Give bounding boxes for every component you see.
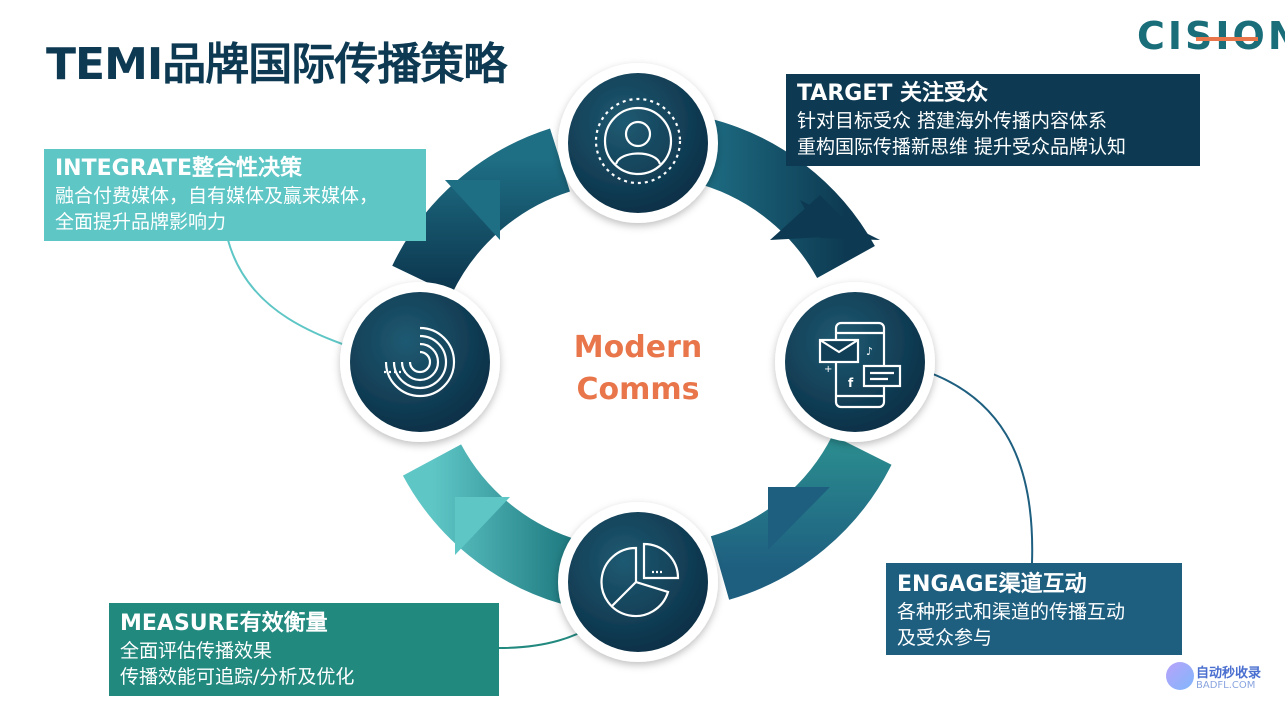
concentric-arcs-icon <box>384 326 456 398</box>
svg-text:♪: ♪ <box>866 345 873 358</box>
cision-logo: CISION <box>1137 14 1285 58</box>
integrate-line-1: 融合付费媒体，自有媒体及赢来媒体， <box>55 185 379 207</box>
svg-text:f: f <box>848 376 854 390</box>
center-label: Modern Comms <box>548 327 728 411</box>
target-line-1: 针对目标受众 搭建海外传播内容体系 <box>797 110 1108 132</box>
measure-line-1: 全面评估传播效果 <box>120 640 273 662</box>
integrate-heading: INTEGRATE整合性决策 <box>55 156 302 181</box>
integrate-box: INTEGRATE整合性决策 融合付费媒体，自有媒体及赢来媒体， 全面提升品牌影… <box>44 149 426 241</box>
person-target-icon <box>594 97 682 185</box>
center-line-1: Modern <box>573 330 703 365</box>
engage-line-1: 各种形式和渠道的传播互动 <box>897 601 1126 623</box>
watermark-line-2: BADFL.COM <box>1196 680 1256 691</box>
target-box: TARGET 关注受众 针对目标受众 搭建海外传播内容体系 重构国际传播新思维 … <box>786 74 1200 166</box>
mobile-chat-icon: ♪ f + <box>818 321 902 409</box>
watermark: 自动秒收录 BADFL.COM <box>1166 660 1276 700</box>
ring-segment-top-right <box>691 117 880 279</box>
integrate-line-2: 全面提升品牌影响力 <box>55 211 227 233</box>
target-heading: TARGET 关注受众 <box>797 81 989 106</box>
ring-segment-bottom-left <box>402 443 580 604</box>
center-line-2: Comms <box>576 372 700 407</box>
watermark-icon <box>1166 662 1194 690</box>
watermark-line-1: 自动秒收录 <box>1196 666 1262 681</box>
pie-chart-icon <box>600 542 680 618</box>
page-title: TEMI品牌国际传播策略 <box>46 39 507 90</box>
target-line-2: 重构国际传播新思维 提升受众品牌认知 <box>797 136 1127 158</box>
ring-segment-bottom-right <box>710 434 892 600</box>
ring-segment-top-left <box>392 128 571 295</box>
engage-line-2: 及受众参与 <box>897 627 993 649</box>
logo-accent-bar <box>1196 37 1258 41</box>
circle-integrate <box>340 282 500 442</box>
circle-target <box>558 63 718 223</box>
measure-heading: MEASURE有效衡量 <box>120 611 328 636</box>
measure-line-2: 传播效能可追踪/分析及优化 <box>120 666 355 688</box>
measure-box: MEASURE有效衡量 全面评估传播效果 传播效能可追踪/分析及优化 <box>109 603 499 696</box>
engage-box: ENGAGE渠道互动 各种形式和渠道的传播互动 及受众参与 <box>886 563 1182 655</box>
engage-heading: ENGAGE渠道互动 <box>897 572 1087 597</box>
svg-text:+: + <box>824 364 832 375</box>
